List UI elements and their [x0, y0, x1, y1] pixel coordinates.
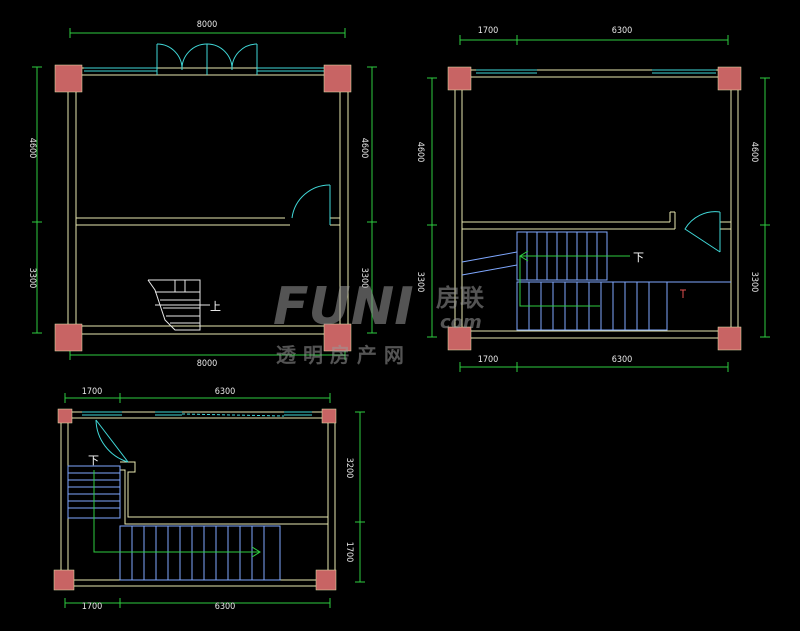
plan-1-stair: [147, 279, 210, 331]
plan-1-dim-left-lower: 3300: [27, 268, 37, 289]
plan-2-windows: [476, 69, 721, 253]
plan-2-dim-left-lower: 3300: [415, 272, 425, 293]
plan-2-dim-right-upper: 4600: [749, 142, 759, 163]
plan-1-inner-door: [291, 184, 331, 225]
plan-1-dim-bottom: 8000: [197, 359, 218, 369]
plan-2-dim-left-upper: 4600: [415, 142, 425, 163]
plan-1: 8000 8000 4600 3300 4600 3300: [27, 20, 377, 369]
plan-3: 1700 6300 1700 6300 3200 1700: [53, 387, 365, 612]
plan-3-stair-bottom: [119, 525, 281, 581]
plan-1-dim-right-upper: 4600: [359, 138, 369, 159]
plan-2-dim-bottom-left: 1700: [478, 355, 499, 365]
plan-3-walk-line: [93, 470, 261, 558]
plan-1-dim-right-lower: 3300: [359, 268, 369, 289]
plan-3-dim-right-upper: 3200: [344, 458, 354, 479]
plan-2-stair-down-label: 下: [633, 251, 644, 264]
plan-3-dim-top-left: 1700: [82, 387, 103, 397]
plan-2: 1700 6300 1700 6300 4600 3300 4600 3300: [415, 26, 770, 372]
plan-2-walk-line: [519, 250, 630, 307]
plan-3-dim-top-right: 6300: [215, 387, 236, 397]
plan-3-dimension-lines: [64, 393, 365, 608]
plan-2-dim-bottom-right: 6300: [612, 355, 633, 365]
plan-1-dim-top: 8000: [197, 20, 218, 30]
plan-1-columns: [54, 64, 352, 352]
plan-2-dim-top-right: 6300: [612, 26, 633, 36]
plan-2-walls: [454, 69, 739, 339]
plan-2-dim-right-lower: 3300: [749, 272, 759, 293]
plan-2-dim-top-left: 1700: [478, 26, 499, 36]
plan-3-walls: [60, 411, 336, 587]
plan-3-columns: [53, 408, 337, 591]
plan-3-dim-bottom-right: 6300: [215, 602, 236, 612]
plan-2-marker: [680, 289, 686, 298]
plan-2-columns: [447, 66, 742, 351]
plan-1-stair-up-label: 上: [210, 300, 221, 313]
plan-3-windows: [82, 411, 312, 463]
plan-1-entrance-doors: [84, 43, 325, 75]
plan-1-walls: [67, 67, 349, 335]
plan-1-dim-left-upper: 4600: [27, 138, 37, 159]
plan-2-stair-lower: [461, 251, 731, 331]
plan-3-stair-down-label: 下: [88, 454, 99, 467]
plan-1-dimension-lines: [32, 28, 377, 360]
plan-3-dim-right-lower: 1700: [344, 542, 354, 563]
plan-3-dim-bottom-left: 1700: [82, 602, 103, 612]
plan-2-dimension-lines: [427, 35, 770, 372]
